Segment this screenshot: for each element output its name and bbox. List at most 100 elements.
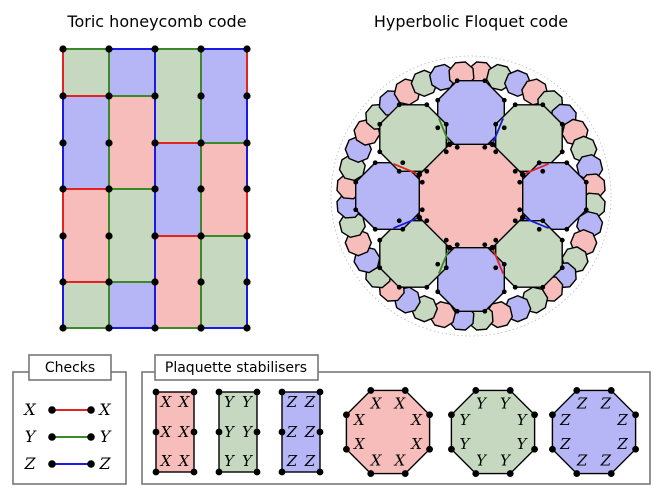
stabiliser-operator: Y: [224, 452, 236, 470]
lattice-vertex: [243, 139, 251, 147]
blue-plaquette: [109, 282, 155, 328]
stabiliser-operator: Y: [224, 423, 236, 441]
check-vertex: [48, 460, 56, 468]
stabiliser-operator: Z: [304, 393, 316, 411]
hyperbolic-check-edge: [491, 247, 504, 274]
stabiliser-operator: Z: [286, 423, 298, 441]
hyperbolic-check-edge: [438, 247, 451, 274]
blue-plaquette: [155, 143, 201, 236]
lattice-vertex: [197, 278, 205, 286]
stabiliser-vertex: [152, 428, 160, 436]
check-vertex: [48, 433, 56, 441]
stabiliser-vertex: [573, 387, 581, 394]
check-left-operator: Z: [23, 454, 36, 473]
lattice-vertex: [353, 179, 359, 185]
stabiliser-vertex: [190, 468, 198, 476]
stabiliser-vertex: [343, 445, 350, 453]
lattice-vertex: [372, 160, 378, 166]
stabiliser-vertex: [607, 470, 615, 477]
lattice-vertex: [482, 144, 488, 150]
stabiliser-operator: Y: [500, 452, 512, 470]
lattice-vertex: [396, 218, 402, 224]
green-plaquette: [155, 49, 201, 143]
lattice-vertex: [519, 214, 526, 221]
red-plaquette: [63, 189, 109, 282]
ring-plaquette: [355, 161, 423, 231]
lattice-vertex: [435, 261, 441, 267]
stabiliser-vertex: [401, 470, 409, 477]
lattice-vertex: [482, 78, 488, 84]
stabiliser-vertex: [152, 468, 160, 476]
stabiliser-operator: X: [353, 411, 366, 429]
stabilisers-title: Plaquette stabilisers: [165, 360, 307, 376]
lattice-vertex: [416, 171, 423, 178]
lattice-vertex: [105, 45, 113, 53]
stabiliser-operator: Y: [476, 452, 488, 470]
stabiliser-vertex: [190, 388, 198, 396]
stabiliser-operator: Z: [286, 452, 298, 470]
stabiliser-operator: Y: [242, 452, 254, 470]
stabiliser-vertex: [632, 445, 639, 453]
lattice-vertex: [493, 237, 499, 243]
ring-plaquette: [519, 161, 587, 231]
stabiliser-vertex: [215, 428, 223, 436]
lattice-vertex: [482, 242, 488, 248]
octagon-stabiliser: [345, 389, 431, 475]
stabiliser-vertex: [152, 388, 160, 396]
red-plaquette: [201, 143, 247, 236]
lattice-vertex: [512, 168, 518, 174]
stabiliser-vertex: [367, 387, 375, 394]
lattice-vertex: [419, 179, 425, 185]
lattice-vertex: [583, 179, 589, 185]
lattice-vertex: [372, 226, 378, 232]
check-right-operator: X: [97, 400, 111, 419]
lattice-vertex: [435, 97, 441, 103]
right-title: Hyperbolic Floquet code: [374, 12, 568, 31]
stabiliser-vertex: [401, 387, 409, 394]
rect-stabiliser: [281, 391, 321, 473]
stabiliser-vertex: [549, 445, 556, 453]
stabiliser-operator: X: [370, 452, 383, 470]
stabiliser-vertex: [316, 428, 324, 436]
stabiliser-vertex: [472, 387, 480, 394]
stabiliser-operator: X: [178, 423, 191, 441]
stabiliser-vertex: [215, 468, 223, 476]
stabiliser-vertex: [190, 428, 198, 436]
stabiliser-vertex: [316, 388, 324, 396]
lattice-vertex: [493, 265, 499, 271]
lattice-vertex: [243, 324, 251, 332]
lattice-vertex: [517, 179, 523, 185]
stabiliser-operator: Y: [476, 394, 488, 412]
lattice-vertex: [59, 185, 67, 193]
lattice-vertex: [400, 226, 406, 232]
stabiliser-vertex: [278, 468, 286, 476]
lattice-vertex: [559, 265, 565, 271]
lattice-vertex: [377, 149, 383, 155]
lattice-vertex: [454, 78, 460, 84]
lattice-vertex: [197, 324, 205, 332]
lattice-vertex: [377, 237, 383, 243]
lattice-vertex: [105, 139, 113, 147]
octagon-stabiliser: [450, 389, 536, 475]
lattice-vertex: [512, 102, 518, 108]
hyperbolic-floquet-lattice: [330, 55, 612, 337]
check-right-operator: Z: [98, 454, 111, 473]
lattice-vertex: [501, 261, 507, 267]
hyperbolic-check-edge: [491, 118, 504, 145]
hyperbolic-check-edge: [438, 118, 451, 145]
lattice-vertex: [446, 141, 453, 148]
lattice-vertex: [536, 160, 542, 166]
lattice-vertex: [197, 232, 205, 240]
stabiliser-vertex: [367, 470, 375, 477]
lattice-vertex: [59, 232, 67, 240]
lattice-vertex: [396, 168, 402, 174]
lattice-vertex: [59, 45, 67, 53]
lattice-vertex: [105, 92, 113, 100]
lattice-vertex: [501, 125, 507, 131]
lattice-vertex: [443, 121, 449, 127]
stabiliser-operator: Z: [600, 452, 612, 470]
toric-honeycomb-lattice: [59, 45, 251, 332]
